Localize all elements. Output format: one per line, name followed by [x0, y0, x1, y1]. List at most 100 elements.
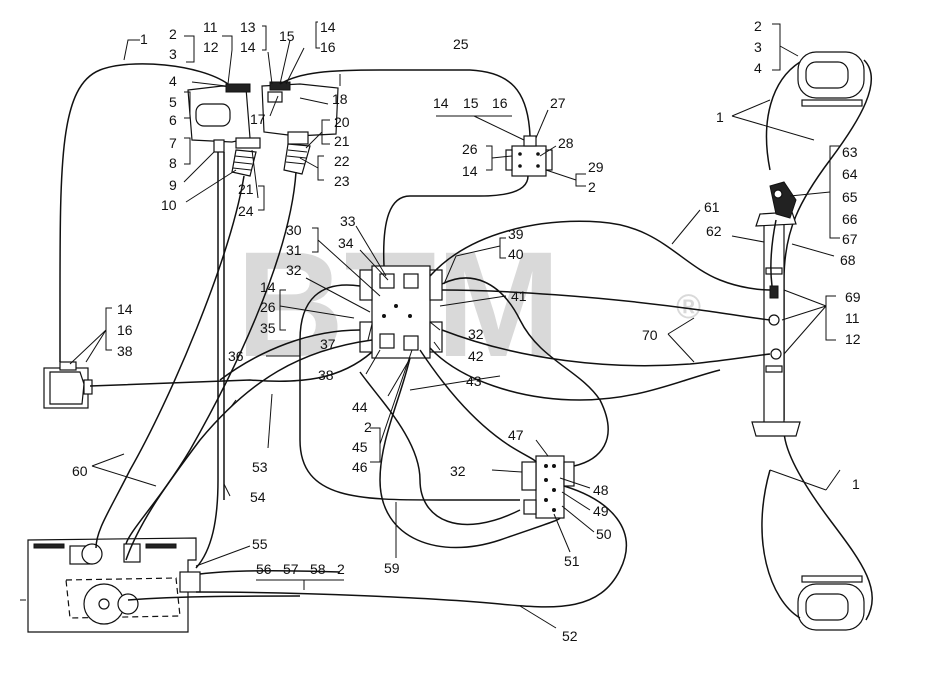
label-45: 45: [352, 439, 368, 455]
label-20: 20: [334, 114, 350, 130]
label-16-valve: 16: [492, 95, 508, 111]
label-15-valve: 15: [463, 95, 479, 111]
label-2-block: 2: [364, 419, 372, 435]
label-52: 52: [562, 628, 578, 644]
label-3-top-left: 3: [169, 46, 177, 62]
central-valve-block: [359, 265, 443, 359]
label-7: 7: [169, 135, 177, 151]
side-cylinder-unit: [43, 361, 93, 409]
label-37: 37: [320, 336, 336, 352]
label-14-top-a: 14: [240, 39, 256, 55]
label-16-top: 16: [320, 39, 336, 55]
label-57: 57: [283, 561, 299, 577]
valve-block-lower: [521, 455, 575, 519]
label-67: 67: [842, 231, 858, 247]
label-68: 68: [840, 252, 856, 268]
label-14-valve: 14: [433, 95, 449, 111]
label-11-top: 11: [203, 19, 218, 35]
label-36: 36: [228, 348, 244, 364]
label-14-valve-b: 14: [462, 163, 478, 179]
label-23: 23: [334, 173, 350, 189]
label-51: 51: [564, 553, 580, 569]
label-10: 10: [161, 197, 177, 213]
label-21-right: 21: [334, 133, 350, 149]
label-12-top: 12: [203, 39, 219, 55]
label-27: 27: [550, 95, 566, 111]
label-48: 48: [593, 482, 609, 498]
label-34: 34: [338, 235, 354, 251]
label-14-top-b: 14: [320, 19, 336, 35]
label-50: 50: [596, 526, 612, 542]
label-55: 55: [252, 536, 268, 552]
engine-block: [20, 537, 201, 633]
label-31: 31: [286, 242, 302, 258]
label-1-top: 1: [140, 31, 148, 47]
label-24: 24: [238, 203, 254, 219]
label-59: 59: [384, 560, 400, 576]
label-8: 8: [169, 155, 177, 171]
label-1-right: 1: [716, 109, 724, 125]
label-14-left: 14: [117, 301, 133, 317]
valve-block-small: [505, 135, 553, 177]
label-15-top: 15: [279, 28, 295, 44]
track-assembly: [751, 51, 873, 631]
label-9: 9: [169, 177, 177, 193]
label-44: 44: [352, 399, 368, 415]
label-26-valve: 26: [462, 141, 478, 157]
label-6: 6: [169, 112, 177, 128]
label-40: 40: [508, 246, 524, 262]
label-4-top-left: 4: [169, 73, 177, 89]
label-65: 65: [842, 189, 858, 205]
label-62: 62: [706, 223, 722, 239]
label-70: 70: [642, 327, 658, 343]
label-38-left: 38: [117, 343, 133, 359]
label-38-block: 38: [318, 367, 334, 383]
label-54: 54: [250, 489, 266, 505]
label-18: 18: [332, 91, 348, 107]
label-43: 43: [466, 373, 482, 389]
pump-unit: [187, 83, 261, 177]
label-42: 42: [468, 348, 484, 364]
label-32-left: 32: [286, 262, 302, 278]
label-47: 47: [508, 427, 524, 443]
label-49: 49: [593, 503, 609, 519]
label-2-bottom: 2: [337, 561, 345, 577]
label-21-lower: 21: [238, 181, 254, 197]
label-33: 33: [340, 213, 356, 229]
swivel-joint: [769, 181, 797, 219]
label-5: 5: [169, 94, 177, 110]
label-12-right: 12: [845, 331, 861, 347]
label-35: 35: [260, 320, 276, 336]
label-17: 17: [250, 111, 266, 127]
label-26-block: 26: [260, 299, 276, 315]
label-25: 25: [453, 36, 469, 52]
leader-lines: [69, 21, 841, 629]
label-32-right: 32: [468, 326, 484, 342]
label-61: 61: [704, 199, 720, 215]
label-46: 46: [352, 459, 368, 475]
label-53: 53: [252, 459, 268, 475]
pump-filter-left: [231, 149, 257, 177]
valve-block-upper: [261, 81, 339, 175]
label-69: 69: [845, 289, 861, 305]
label-3-right: 3: [754, 39, 762, 55]
hose-lines: [59, 63, 777, 608]
callout-labels: 1 2 3 4 5 6 7 8 9 10 11 12 13 14 15 14 1…: [72, 18, 861, 644]
label-11-right: 11: [845, 310, 860, 326]
label-16-left: 16: [117, 322, 133, 338]
label-13: 13: [240, 19, 256, 35]
label-58: 58: [310, 561, 326, 577]
label-32-lower: 32: [450, 463, 466, 479]
upper-filter-right: [283, 131, 311, 175]
label-14-block: 14: [260, 279, 276, 295]
label-30: 30: [286, 222, 302, 238]
label-2-right: 2: [754, 18, 762, 34]
label-4-right: 4: [754, 60, 762, 76]
label-60: 60: [72, 463, 88, 479]
label-66: 66: [842, 211, 858, 227]
label-39: 39: [508, 226, 524, 242]
label-63: 63: [842, 144, 858, 160]
label-2-valve: 2: [588, 179, 596, 195]
label-56: 56: [256, 561, 272, 577]
